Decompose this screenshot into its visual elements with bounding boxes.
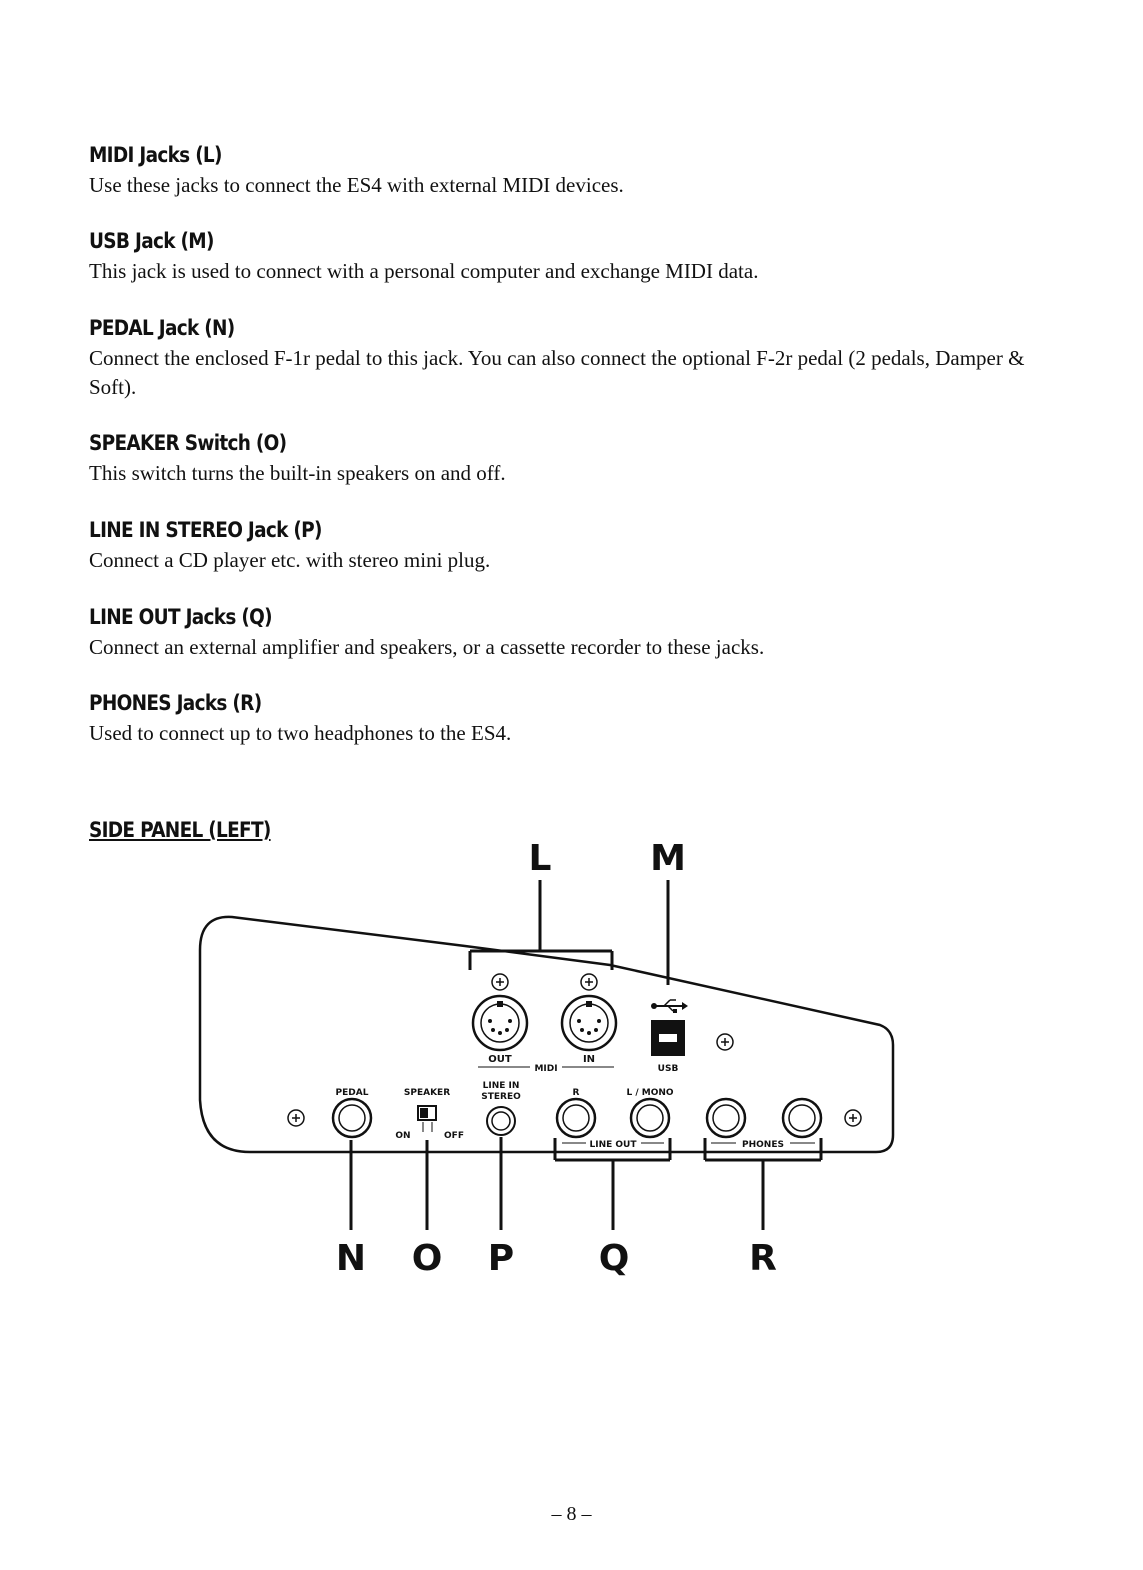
line-out-r-label: R [573, 1088, 580, 1098]
section-phones-jacks: PHONES Jacks (R) Used to connect up to t… [89, 691, 1039, 748]
callout-o: O [412, 1238, 443, 1279]
callout-l: L [529, 838, 552, 879]
panel-outline [198, 915, 895, 1154]
callout-p: P [488, 1238, 514, 1279]
callout-m: M [650, 838, 686, 879]
section-heading: PHONES Jacks (R) [89, 691, 262, 715]
section-line-out-jacks: LINE OUT Jacks (Q) Connect an external a… [89, 605, 1039, 662]
section-heading: LINE IN STEREO Jack (P) [89, 518, 322, 542]
section-heading: PEDAL Jack (N) [89, 316, 235, 340]
phones-jack-2 [781, 1097, 823, 1139]
speaker-off-label: OFF [444, 1131, 464, 1141]
screw-icon [580, 973, 598, 991]
section-usb-jack: USB Jack (M) This jack is used to connec… [89, 229, 1039, 286]
usb-icon [651, 999, 688, 1013]
line-in-label: LINE IN [483, 1081, 520, 1091]
usb-label: USB [658, 1064, 679, 1074]
section-line-in-jack: LINE IN STEREO Jack (P) Connect a CD pla… [89, 518, 1039, 575]
section-body: Connect an external amplifier and speake… [89, 635, 765, 659]
speaker-switch [417, 1105, 437, 1132]
page-number: – 8 – [551, 1503, 592, 1525]
line-out-l-mono-label: L / MONO [626, 1088, 673, 1098]
side-panel-title: SIDE PANEL (LEFT) [89, 818, 271, 842]
callout-n: N [336, 1238, 366, 1279]
usb-jack [651, 1020, 685, 1056]
callout-r: R [749, 1238, 777, 1279]
section-body: This jack is used to connect with a pers… [89, 259, 759, 283]
line-out-l-mono-jack [629, 1097, 671, 1139]
screw-icon [844, 1109, 862, 1127]
midi-label: MIDI [534, 1064, 557, 1074]
section-body: Connect a CD player etc. with stereo min… [89, 548, 491, 572]
screw-icon [716, 1033, 734, 1051]
midi-bracket [468, 880, 614, 970]
speaker-label: SPEAKER [404, 1088, 450, 1098]
line-out-label: LINE OUT [590, 1140, 638, 1150]
section-body: Use these jacks to connect the ES4 with … [89, 173, 624, 197]
section-pedal-jack: PEDAL Jack (N) Connect the enclosed F-1r… [89, 316, 1039, 402]
screw-icon [287, 1109, 305, 1127]
callout-q: Q [599, 1238, 630, 1279]
section-heading: MIDI Jacks (L) [89, 143, 222, 167]
pedal-label: PEDAL [336, 1088, 369, 1098]
midi-out-jack [471, 994, 529, 1052]
section-body: Connect the enclosed F-1r pedal to this … [89, 346, 1025, 399]
section-speaker-switch: SPEAKER Switch (O) This switch turns the… [89, 431, 1039, 488]
speaker-on-label: ON [395, 1131, 410, 1141]
stereo-label: STEREO [481, 1092, 521, 1102]
phones-label: PHONES [742, 1140, 784, 1150]
section-heading: USB Jack (M) [89, 229, 214, 253]
phones-jack-1 [705, 1097, 747, 1139]
line-in-jack [486, 1106, 516, 1136]
section-midi-jacks: MIDI Jacks (L) Use these jacks to connec… [89, 143, 1039, 200]
screw-icon [491, 973, 509, 991]
section-body: Used to connect up to two headphones to … [89, 721, 512, 745]
midi-in-label: IN [583, 1054, 595, 1065]
section-body: This switch turns the built-in speakers … [89, 461, 506, 485]
line-out-r-jack [555, 1097, 597, 1139]
pedal-jack [331, 1097, 373, 1139]
midi-in-jack [560, 994, 618, 1052]
midi-out-label: OUT [488, 1054, 512, 1065]
section-heading: SPEAKER Switch (O) [89, 431, 287, 455]
section-heading: LINE OUT Jacks (Q) [89, 605, 273, 629]
